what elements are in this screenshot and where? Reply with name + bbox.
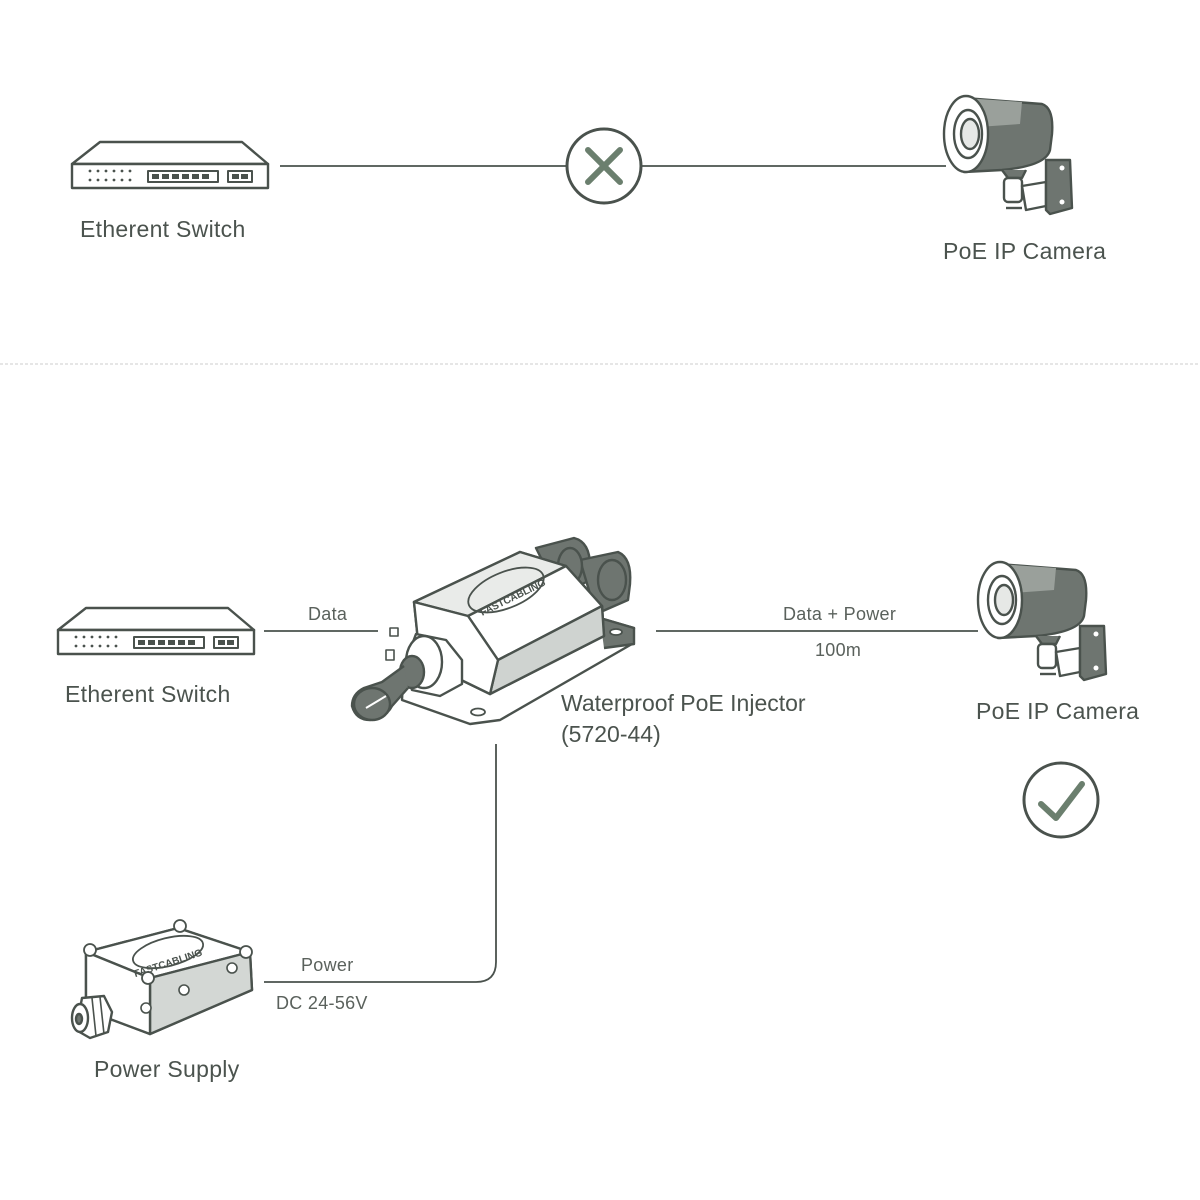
ip-camera-icon [976,560,1108,682]
ethernet-switch-icon [70,140,270,190]
top-switch-label: Etherent Switch [80,216,246,242]
ethernet-switch-icon [56,606,256,656]
distance-label: 100m [815,640,862,660]
bottom-camera-label: PoE IP Camera [976,698,1140,724]
top-camera-label: PoE IP Camera [943,238,1107,264]
ip-camera-icon [942,94,1074,216]
poe-injector-icon: FASTCABLING [350,536,636,726]
injector-model: (5720-44) [561,721,661,747]
power-label: Power [301,955,354,975]
check-icon [1022,761,1100,839]
power-supply-label: Power Supply [94,1056,240,1082]
injector-caption: Waterproof PoE Injector (5720-44) [561,688,806,750]
data-power-label: Data + Power [783,604,897,624]
power-line [264,744,497,983]
cross-icon [565,127,643,205]
voltage-label: DC 24-56V [276,993,368,1013]
bottom-switch-label: Etherent Switch [65,681,231,707]
data-label: Data [308,604,348,624]
injector-name: Waterproof PoE Injector [561,690,806,716]
power-supply-icon: FASTCABLING [70,919,254,1040]
